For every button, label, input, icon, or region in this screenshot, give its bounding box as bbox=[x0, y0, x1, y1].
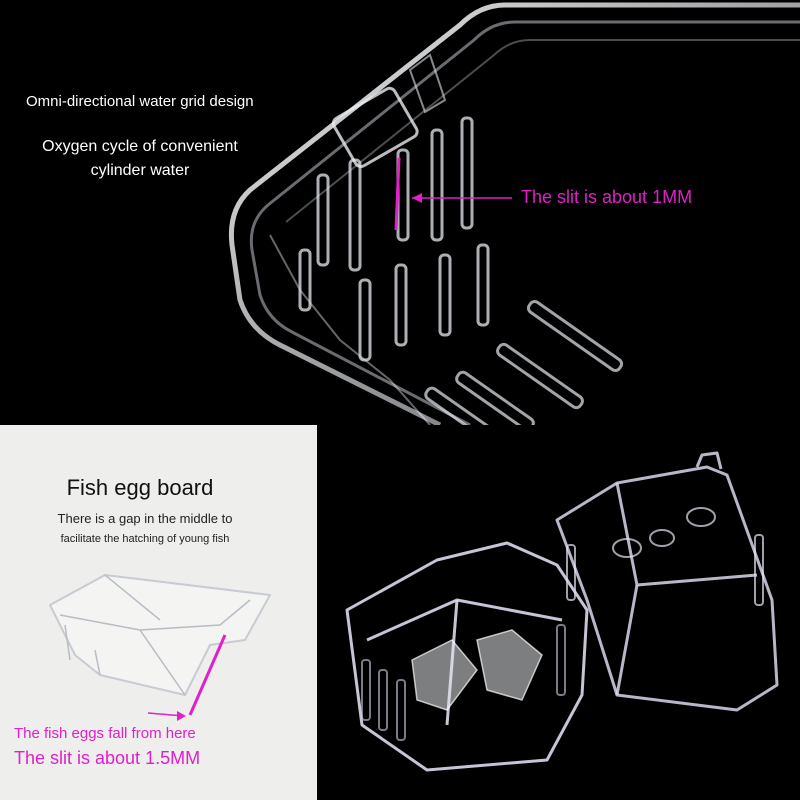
feature-water-grid: Omni-directional water grid design bbox=[26, 93, 254, 110]
egg-board-illustration bbox=[49, 574, 271, 721]
slit-1-5mm-label: The slit is about 1.5MM bbox=[14, 748, 201, 768]
feature-oxygen-line1: Oxygen cycle of convenient bbox=[42, 138, 238, 155]
feature-oxygen-cycle: Oxygen cycle of convenient cylinder wate… bbox=[0, 135, 280, 183]
egg-board-subtitle-line1: There is a gap in the middle to bbox=[57, 511, 233, 526]
slit-1mm-label: The slit is about 1MM bbox=[521, 187, 693, 207]
box-closeup-illustration bbox=[228, 2, 800, 425]
egg-board-subtitle-line2: facilitate the hatching of young fish bbox=[60, 533, 230, 545]
egg-board-panel: Fish egg board There is a gap in the mid… bbox=[0, 425, 317, 800]
feature-oxygen-line2: cylinder water bbox=[90, 162, 190, 179]
eggs-fall-label: The fish eggs fall from here bbox=[14, 725, 196, 742]
breeding-box-panel bbox=[317, 425, 800, 800]
egg-board-title: Fish egg board bbox=[66, 475, 214, 500]
closeup-panel: Omni-directional water grid design Oxyge… bbox=[0, 2, 800, 425]
breeding-box-illustration bbox=[345, 451, 779, 772]
